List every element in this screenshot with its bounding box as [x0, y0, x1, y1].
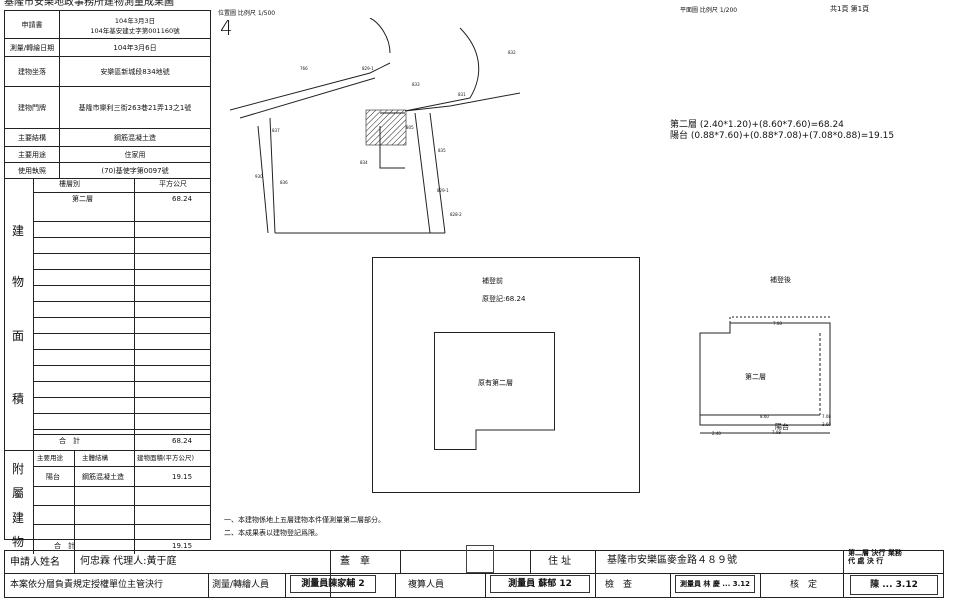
- parcel-label: 834: [360, 160, 368, 165]
- checker-label: 檢 查: [605, 580, 633, 590]
- annex-row-area: 19.15: [172, 473, 193, 481]
- applicant-name: 何忠霖 代理人:黃于庭: [80, 556, 177, 567]
- area-total-value: 68.24: [172, 437, 193, 445]
- info-value: (70)基使字第0097號: [59, 162, 211, 179]
- info-value: 104年3月3日 104年基安建丈字第001160號: [59, 10, 211, 39]
- parcel-label: 829-1: [362, 66, 374, 71]
- info-label: 建物坐落: [4, 56, 60, 87]
- site-plan-label: 位置圖 比例尺 1/500: [218, 10, 276, 17]
- seal-stamp: [466, 545, 494, 573]
- after-dim-label: 8.60: [760, 414, 769, 419]
- after-balcony-label: 陽台: [775, 423, 789, 431]
- page-title: 基隆市安樂地政事務所建物測量成果圖: [4, 0, 174, 8]
- site-plan-number: 4: [220, 16, 233, 40]
- approve-label: 核 定: [790, 580, 818, 590]
- parcel-label: 805: [406, 125, 414, 130]
- area-section-char: 積: [12, 392, 25, 406]
- checker-stamp: 測量員 林 慶 ... 3.12: [675, 575, 755, 593]
- after-dim-label: 7.08: [772, 430, 781, 435]
- note-line: 二、本成果表以建物登記爲限。: [224, 529, 322, 537]
- address-value: 基隆市安樂區麥金路４８９號: [607, 555, 737, 566]
- annex-col-struct: 主體結構: [82, 454, 108, 462]
- after-floor-plan: [699, 316, 831, 434]
- annex-col-area: 建物面積(平方公尺): [137, 454, 195, 462]
- area-col-unit: 平方公尺: [159, 180, 187, 188]
- parcel-label: 833: [412, 82, 420, 87]
- parcel-label: 829-1: [437, 188, 449, 193]
- note-line: 一、本建物係地上五層建物本件僅測量第二層部分。: [224, 516, 385, 524]
- area-section-column: [4, 178, 34, 450]
- area-grid: 樓層別 平方公尺 第二層 68.24 合 計 68.24: [34, 178, 211, 450]
- surveyor-label: 測量/轉繪人員: [212, 580, 270, 590]
- parcel-label: 836: [280, 180, 288, 185]
- area-section-char: 面: [12, 329, 25, 343]
- info-label: 建物門牌: [4, 86, 60, 129]
- annex-grid: 主要用途 主體結構 建物面積(平方公尺) 陽台 鋼筋混凝土造 19.15 合 計…: [34, 450, 211, 554]
- info-label: 主要用途: [4, 146, 60, 163]
- page-count: 共1頁 第1頁: [830, 5, 870, 13]
- parcel-label: 832: [508, 50, 516, 55]
- info-value: 鋼筋混凝土造: [59, 128, 211, 147]
- after-title: 補登後: [770, 276, 791, 284]
- area-section-char: 物: [12, 275, 25, 289]
- area-col-floor: 樓層別: [59, 180, 80, 188]
- parcel-label: 837: [272, 128, 280, 133]
- area-total-label: 合 計: [59, 437, 80, 445]
- area-row-floor: 第二層: [72, 195, 93, 203]
- info-value: 住家用: [59, 146, 211, 163]
- approve-stamp: 陳 ... 3.12: [850, 575, 938, 595]
- parcel-label: 828-2: [450, 212, 462, 217]
- address-label: 住 址: [548, 556, 572, 567]
- applicant-label: 申請人姓名: [10, 557, 60, 568]
- annex-section-char: 附: [12, 462, 25, 476]
- parcel-label: 831: [458, 92, 466, 97]
- seal-label: 蓋 章: [340, 556, 370, 567]
- annex-section-char: 建: [12, 511, 25, 525]
- after-dim-label: 2.40: [712, 431, 721, 436]
- before-inner-label: 原有第二層: [478, 379, 513, 387]
- annex-total-value: 19.15: [172, 542, 193, 550]
- info-value: 104年3月6日: [59, 38, 211, 57]
- info-label: 測量/轉繪日期: [4, 38, 60, 57]
- area-row-value: 68.24: [172, 195, 193, 203]
- before-registered: 原登記:68.24: [482, 295, 526, 303]
- annex-section-char: 屬: [12, 486, 25, 500]
- annex-total-label: 合 計: [54, 542, 75, 550]
- info-value: 基隆市樂利三街263巷21弄13之1號: [59, 86, 211, 129]
- before-title: 補登前: [482, 277, 503, 285]
- decision-note: 第二層 決行 業務 代 處 決 行: [848, 549, 902, 565]
- reviewer-stamp: 測量員 蘇郁 12: [490, 575, 590, 593]
- parcel-label: 835: [438, 148, 446, 153]
- annex-row-use: 陽台: [46, 473, 60, 481]
- annex-row-struct: 鋼筋混凝土造: [82, 473, 124, 481]
- info-label: 申請書: [4, 10, 60, 39]
- parcel-label: 930: [255, 174, 263, 179]
- annex-section-column: [4, 450, 34, 554]
- reviewer-label: 複算人員: [408, 580, 445, 590]
- parcel-label: 766: [300, 66, 308, 71]
- after-dim-label: 7.08: [822, 414, 831, 419]
- after-dim-label: 3.60: [822, 422, 831, 427]
- annex-col-use: 主要用途: [37, 454, 63, 462]
- info-value: 安樂區新城段834地號: [59, 56, 211, 87]
- footer-table: [4, 550, 944, 598]
- before-box: [372, 257, 640, 493]
- formula-balcony: 陽台 (0.88*7.60)+(0.88*7.08)+(7.08*0.88)=1…: [670, 131, 895, 141]
- formula-second-floor: 第二層 (2.40*1.20)+(8.60*7.60)=68.24: [670, 120, 844, 130]
- annex-section-char: 物: [12, 535, 25, 549]
- surveyor-stamp: 測量員陳家輔 2: [290, 575, 376, 593]
- info-label: 使用執照: [4, 162, 60, 179]
- floor-plan-label: 平面圖 比例尺 1/200: [680, 7, 738, 14]
- after-dim-label: 7.08: [773, 321, 782, 326]
- info-label: 主要結構: [4, 128, 60, 147]
- after-inner-label: 第二層: [745, 373, 766, 381]
- site-plan-sketch: [230, 18, 521, 234]
- original-floor-outline: [434, 332, 555, 450]
- authority-note: 本案依分層負責規定授權單位主管決行: [10, 580, 164, 590]
- area-section-char: 建: [12, 224, 25, 238]
